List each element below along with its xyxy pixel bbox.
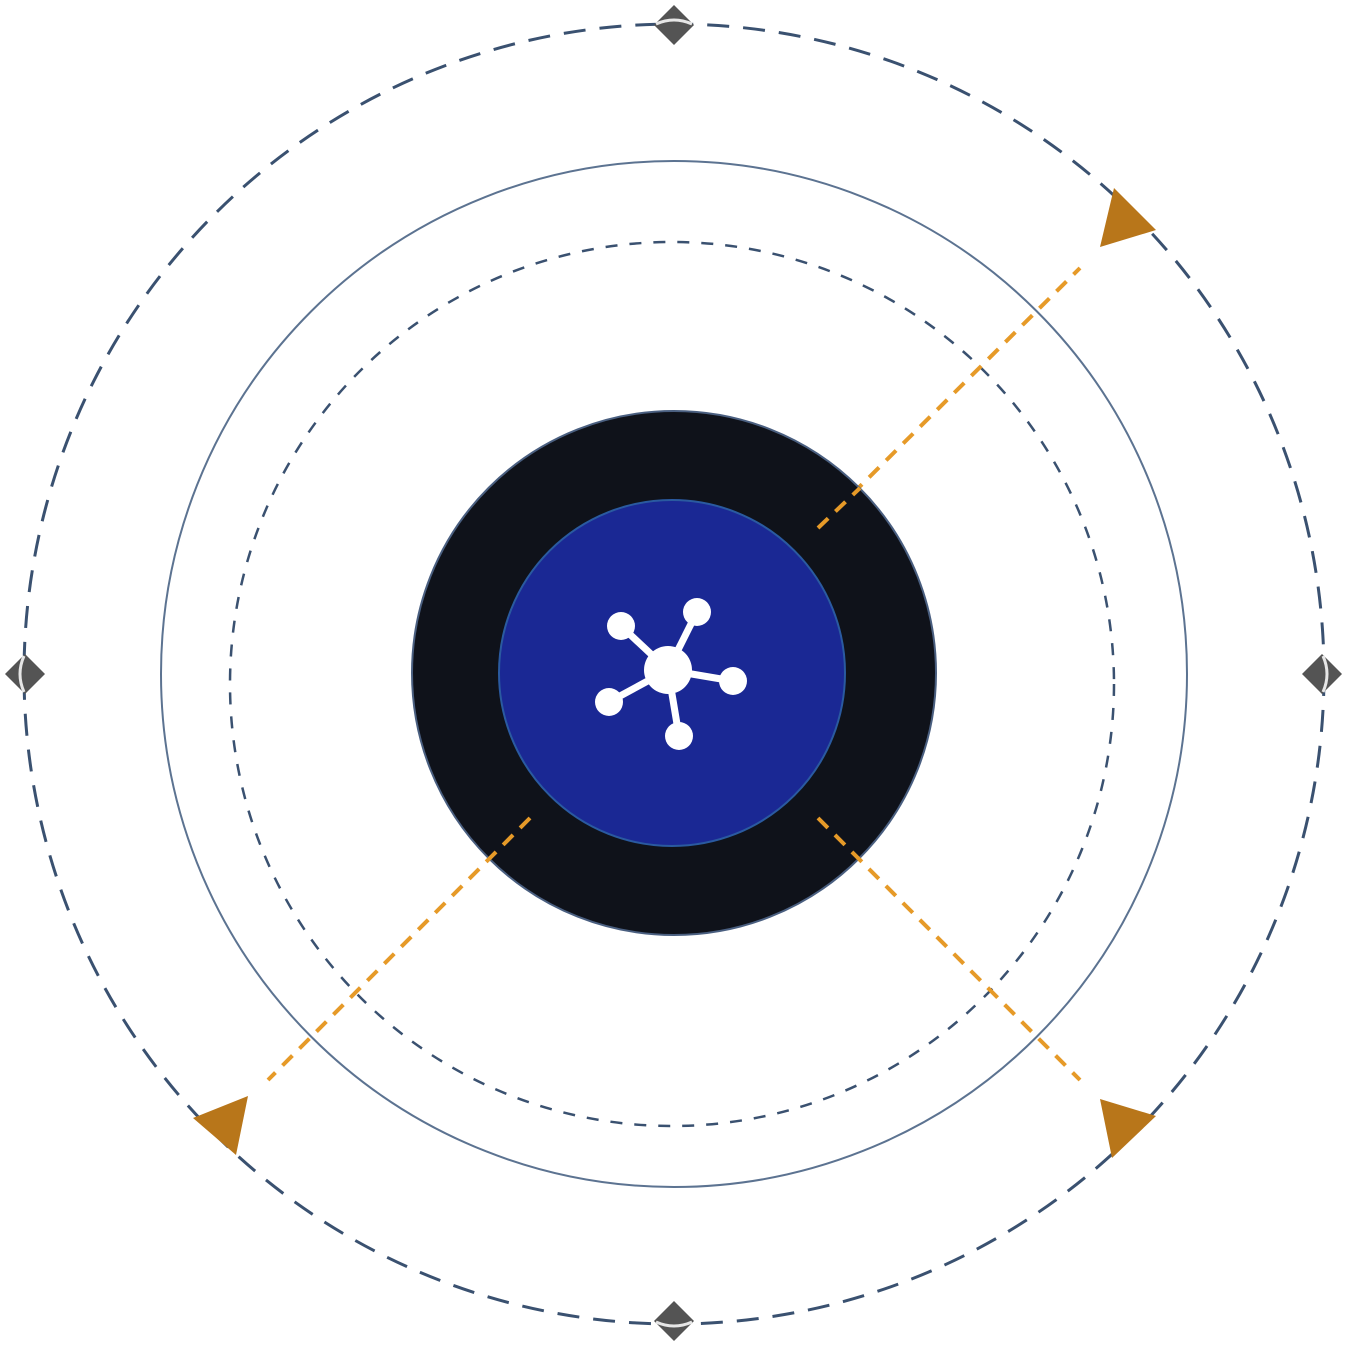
diamond-node-left-icon bbox=[5, 654, 45, 694]
arrow-up-right-icon bbox=[1100, 188, 1156, 247]
connector-line-lower-left bbox=[266, 816, 532, 1082]
diamond-node-bottom-icon bbox=[654, 1301, 694, 1341]
arrow-down-right-icon bbox=[1100, 1099, 1156, 1158]
connector-lines bbox=[266, 266, 1082, 1082]
inner-orbit-ring bbox=[228, 240, 1116, 1128]
connector-segment-upper-right bbox=[816, 486, 862, 530]
diamond-node-right-icon bbox=[1302, 654, 1342, 694]
network-hub-icon bbox=[595, 598, 747, 750]
connector-segment-lower-left bbox=[486, 816, 532, 862]
middle-ring bbox=[160, 160, 1188, 1188]
diamond-node-top-icon bbox=[654, 5, 694, 45]
connector-line-lower-right bbox=[816, 816, 1082, 1082]
connector-segments-over-core bbox=[486, 486, 862, 862]
arrow-down-left-icon bbox=[193, 1096, 248, 1155]
connector-segment-lower-right bbox=[816, 816, 862, 862]
connector-line-upper-right bbox=[816, 266, 1082, 530]
